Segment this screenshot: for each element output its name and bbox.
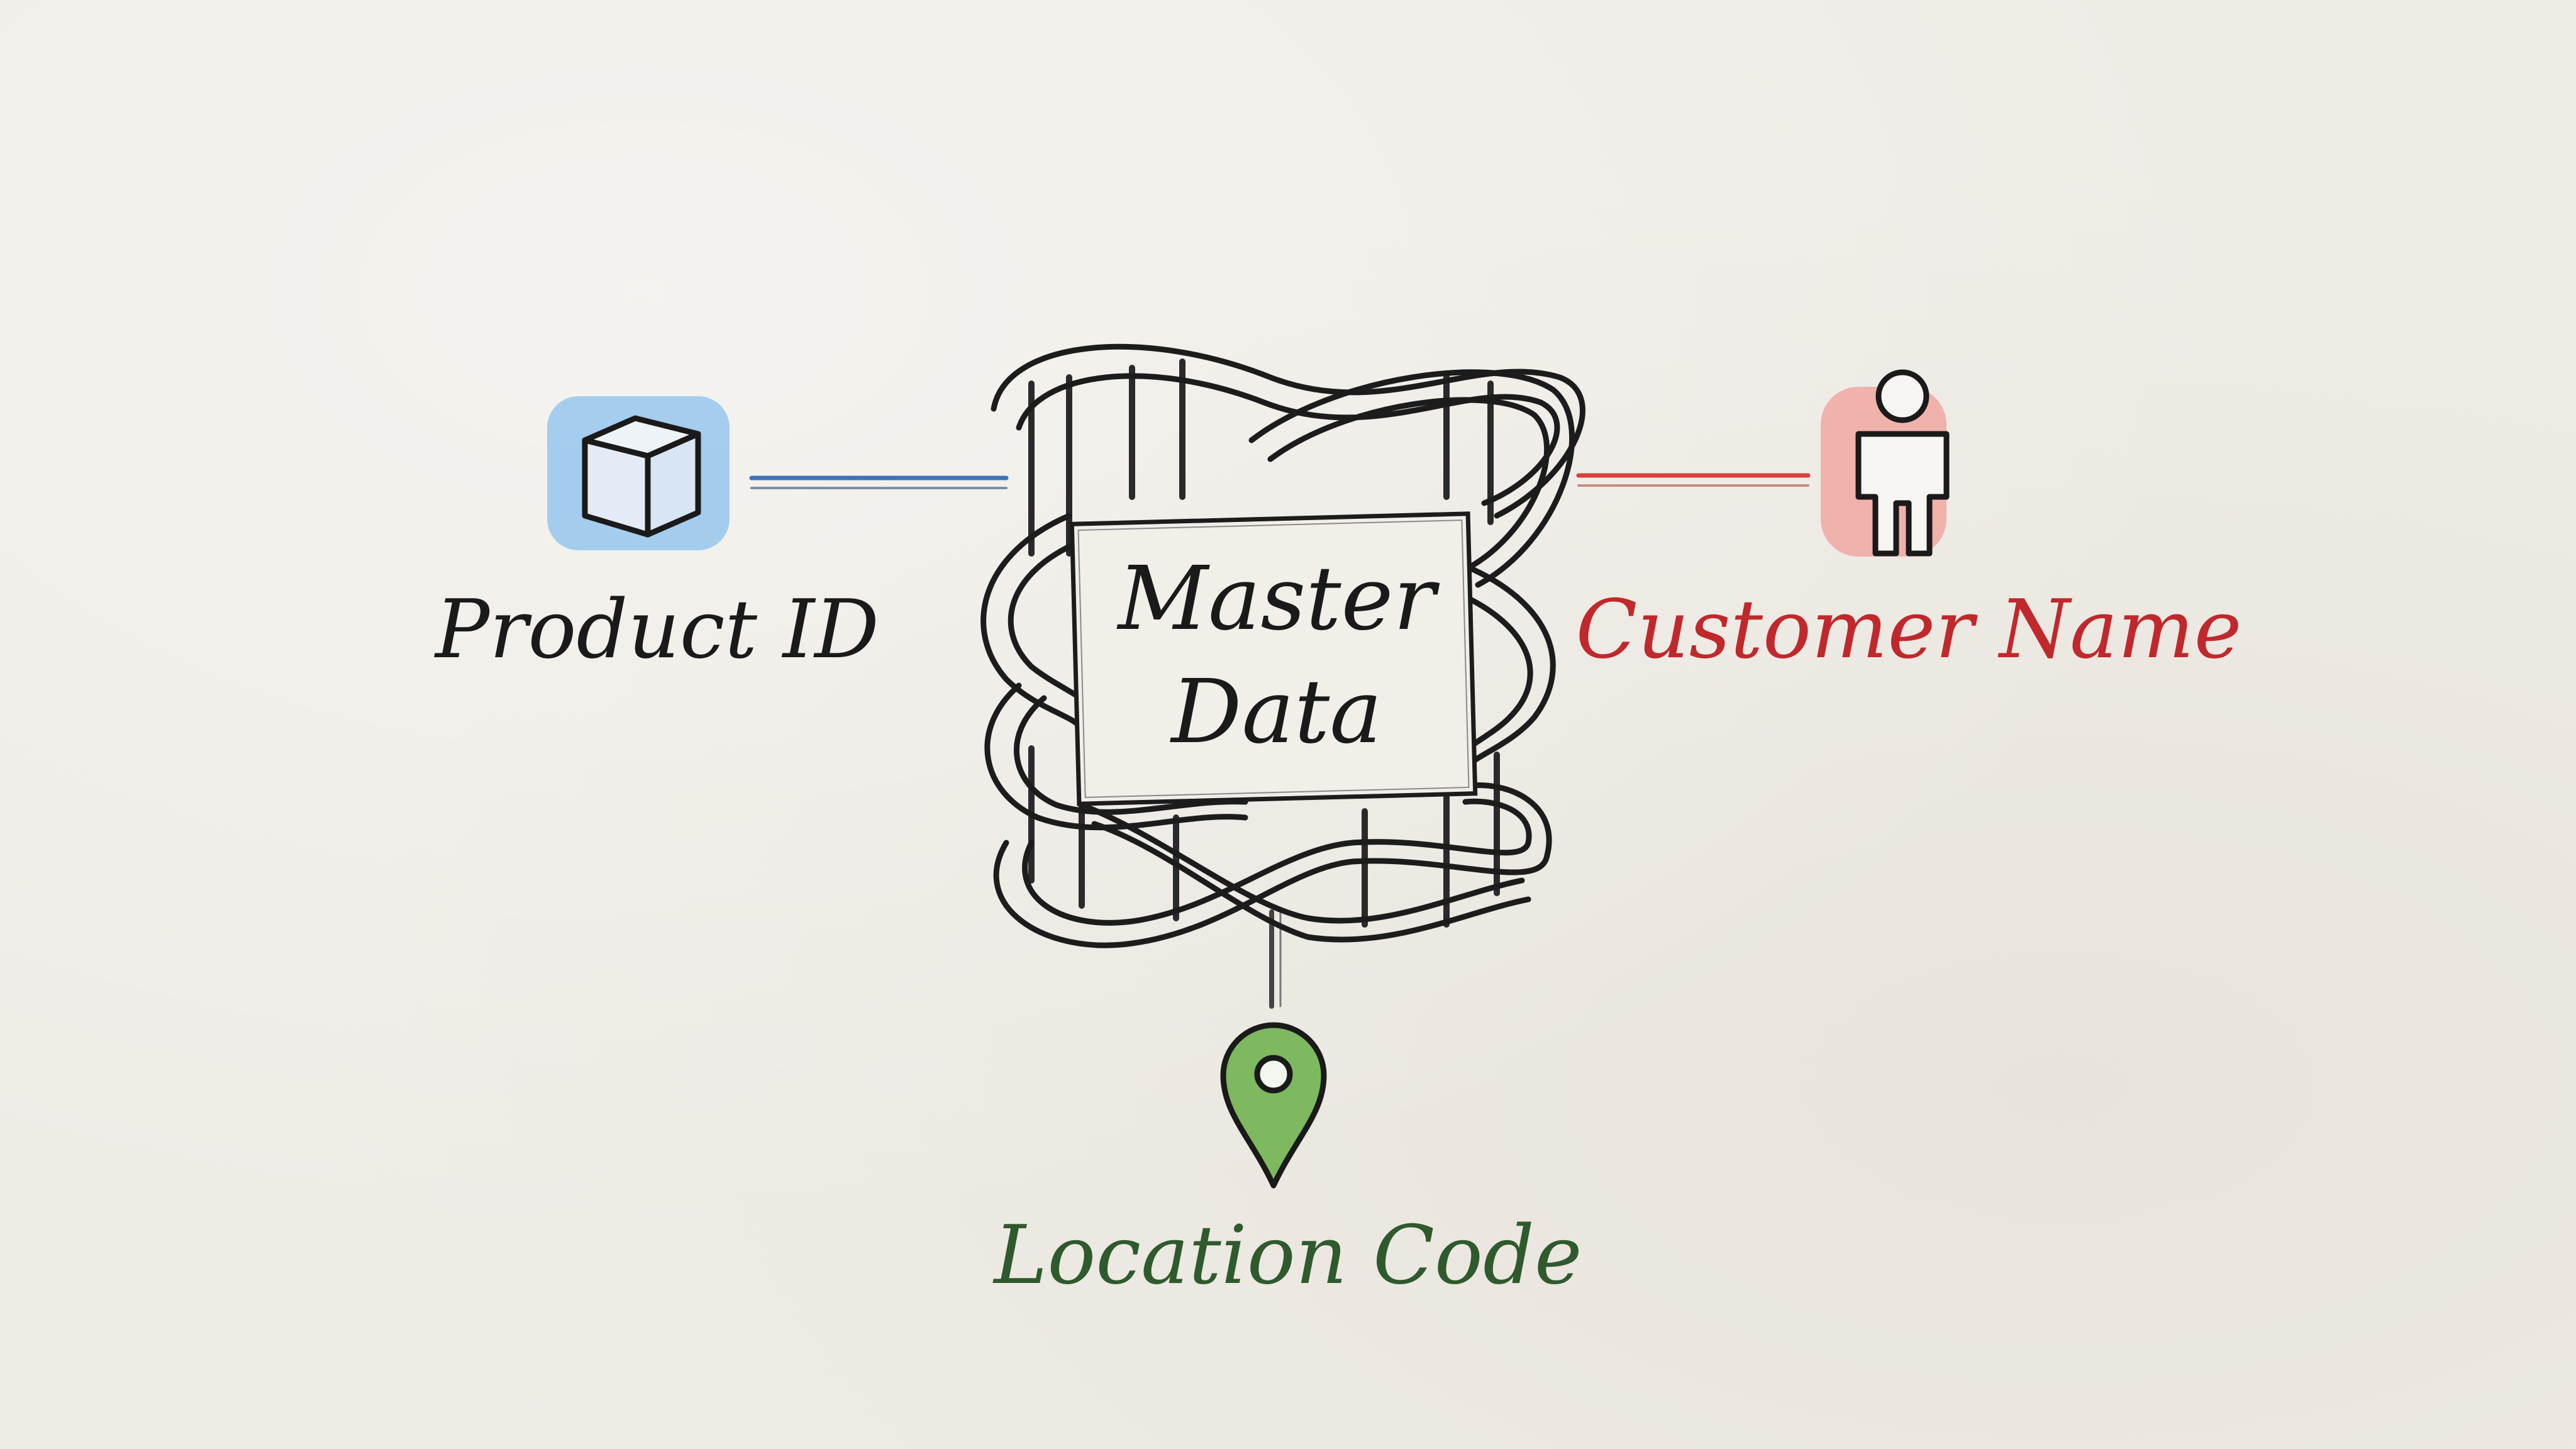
customer-node: Customer Name [1576,369,2242,677]
product-node: Product ID [434,396,879,677]
customer-label: Customer Name [1576,583,2242,677]
master-data-panel: Master Data [1069,511,1478,806]
box-icon [582,415,701,538]
panel-title-line2: Data [1169,661,1382,763]
customer-connector [1576,473,1811,487]
product-connector [749,475,1009,489]
location-node: Location Code [992,1022,1582,1302]
person-icon [1855,369,1950,557]
map-pin-icon [1220,1022,1327,1189]
location-label: Location Code [992,1209,1582,1302]
master-data-helix [980,343,1585,948]
panel-title-line1: Master [1116,548,1440,650]
product-label: Product ID [434,583,879,677]
helix-ribbons [980,343,1585,948]
